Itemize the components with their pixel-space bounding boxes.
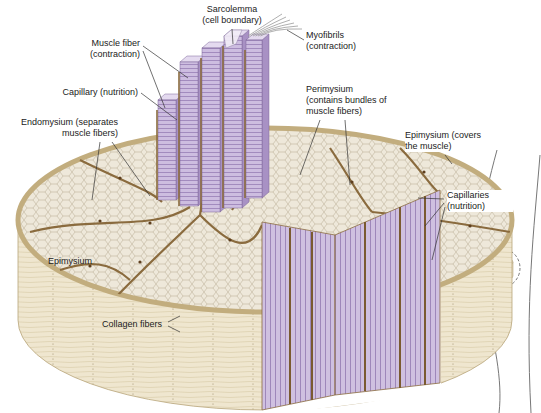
illustration-part [200,215,262,243]
part-label: Capillaries (nutrition) [447,190,513,212]
illustration-part [345,120,350,185]
illustration-part [92,142,100,200]
part-label: Sarcolemma (cell boundary) [199,4,265,26]
illustration-part [330,148,372,212]
muscle-fiber [180,62,198,206]
illustration-part [289,228,291,404]
illustration-part [350,180,353,183]
capillary [200,58,202,212]
illustration-part [468,224,471,227]
illustration-part [118,176,121,179]
illustration-part [115,215,200,298]
illustration-part [138,260,141,263]
illustration-part [112,142,150,196]
illustration-part [148,221,151,224]
illustration-part [300,120,320,175]
leader-lines [92,29,452,332]
illustration-part [445,155,452,164]
illustration-part [168,326,180,332]
illustration-part [141,93,177,120]
capillary [244,50,246,198]
sarcolemma-sheet [224,30,242,48]
illustration-part [399,207,401,388]
part-label: Epimysium [48,256,118,267]
illustration-part [232,29,233,44]
muscle-fibers [157,14,302,212]
muscle-fiber [246,40,262,198]
cut-face [262,222,335,410]
part-label: Perimysium (contains bundles of muscle f… [306,84,392,117]
illustration-part [424,196,426,385]
illustration-part [422,170,425,173]
capillary [156,110,158,200]
illustration-part [228,238,231,241]
capillary [222,46,224,208]
fiber-side [262,34,269,198]
illustration-part [60,264,130,280]
illustration-part [432,207,445,260]
part-label: Epimysium (covers the muscle) [405,130,491,152]
myofibril [258,26,298,36]
part-label: Collagen fibers [102,319,166,330]
illustration-part [364,222,366,391]
illustration-part [168,316,180,322]
perimysium-lines [290,196,425,404]
illustration-part [30,207,190,232]
part-label: Muscle fiber (contraction) [70,38,140,60]
part-label: Capillary (nutrition) [46,87,138,98]
illustration-part [311,232,313,400]
part-label: Myofibrils (contraction) [306,30,368,52]
illustration-part [287,30,304,40]
muscle-fiber [224,36,242,208]
illustration-part [98,219,101,222]
cut-face [335,190,440,395]
muscle-fiber [202,48,220,212]
capillary [178,72,180,206]
muscle-fiber [158,100,176,200]
cut-away [262,190,441,413]
illustration-part [143,46,188,78]
part-label: Endomysium (separates muscle fibers) [2,117,118,139]
illustration-part [529,155,540,413]
illustration-part [418,198,444,199]
illustration-part [400,148,440,194]
